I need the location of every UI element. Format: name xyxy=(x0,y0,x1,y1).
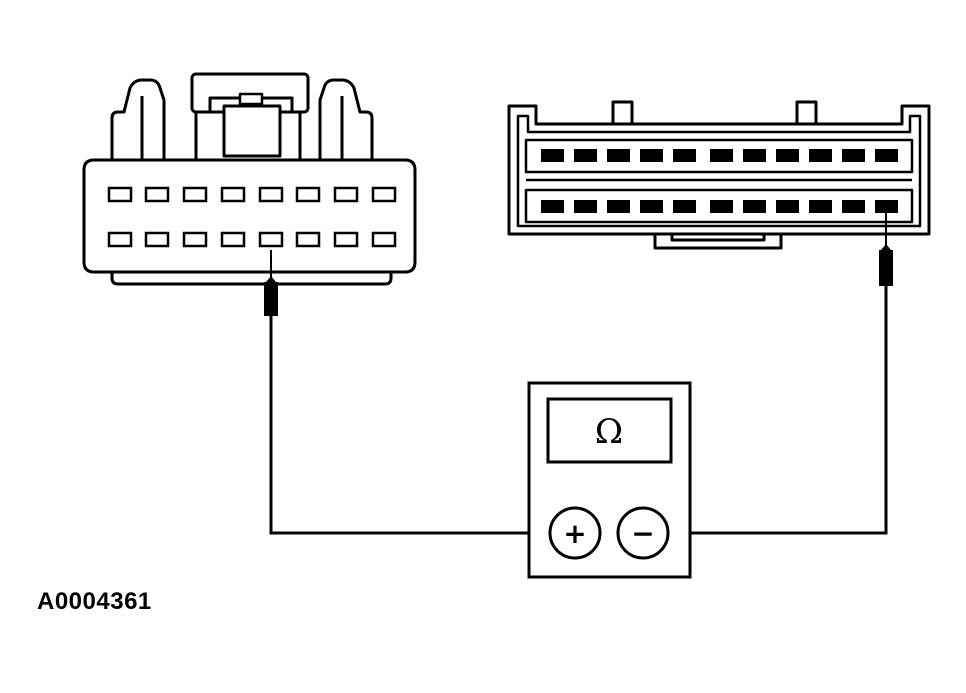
ohmmeter: Ω + − xyxy=(527,381,692,579)
right-pin xyxy=(743,149,766,162)
minus-icon: − xyxy=(631,517,654,550)
left-connector-latch-right xyxy=(318,78,374,160)
left-connector-latch-left xyxy=(110,78,166,160)
right-pin xyxy=(574,149,597,162)
positive-test-lead xyxy=(269,316,550,535)
left-pin-cavity xyxy=(220,231,246,248)
left-connector xyxy=(82,72,417,286)
left-connector-lock-tab xyxy=(238,92,264,106)
left-pin-cavity xyxy=(107,231,133,248)
right-pin xyxy=(776,200,799,213)
right-pin xyxy=(640,149,663,162)
ohmmeter-display xyxy=(546,397,673,464)
right-pin xyxy=(842,149,865,162)
right-pin xyxy=(640,200,663,213)
negative-test-lead xyxy=(668,286,888,535)
left-pin-cavity xyxy=(220,186,246,203)
right-pin xyxy=(574,200,597,213)
right-pin xyxy=(541,200,564,213)
left-probe-body xyxy=(264,282,278,316)
right-pin xyxy=(673,200,696,213)
right-probe-body xyxy=(879,250,893,286)
right-pin xyxy=(809,149,832,162)
left-pin-cavity xyxy=(371,186,397,203)
left-pin-cavity-probed xyxy=(258,231,284,248)
right-probe xyxy=(879,212,893,286)
right-connector xyxy=(507,100,931,250)
right-pin xyxy=(607,149,630,162)
right-pin xyxy=(710,149,733,162)
right-pin xyxy=(842,200,865,213)
right-pin xyxy=(541,149,564,162)
right-pin xyxy=(673,149,696,162)
right-connector-pins-bottom-row xyxy=(541,200,898,213)
right-connector-top-tab xyxy=(795,100,818,128)
left-connector-lock-window xyxy=(222,104,282,158)
left-connector-body xyxy=(82,158,417,274)
negative-jack xyxy=(616,506,670,560)
right-pin xyxy=(776,149,799,162)
left-pin-cavity xyxy=(107,186,133,203)
left-connector-pins-bottom-row xyxy=(107,231,397,248)
left-pin-cavity xyxy=(333,231,359,248)
left-connector-pins-top-row xyxy=(107,186,397,203)
left-pin-cavity xyxy=(295,186,321,203)
right-pin-probed xyxy=(875,200,898,213)
left-probe xyxy=(264,250,278,316)
right-pin xyxy=(809,200,832,213)
left-pin-cavity xyxy=(144,186,170,203)
positive-jack xyxy=(548,506,602,560)
ohm-symbol: Ω xyxy=(595,412,623,452)
left-pin-cavity xyxy=(295,231,321,248)
left-pin-cavity xyxy=(258,186,284,203)
right-pin xyxy=(743,200,766,213)
plus-icon: + xyxy=(563,517,586,550)
left-pin-cavity xyxy=(182,186,208,203)
right-connector-pins-top-row xyxy=(541,149,898,162)
right-pin xyxy=(607,200,630,213)
right-pin xyxy=(710,200,733,213)
figure-id-label: A0004361 xyxy=(37,588,152,615)
left-pin-cavity xyxy=(182,231,208,248)
left-pin-cavity xyxy=(333,186,359,203)
right-connector-top-tab xyxy=(611,100,634,128)
left-pin-cavity xyxy=(371,231,397,248)
right-pin xyxy=(875,149,898,162)
left-pin-cavity xyxy=(144,231,170,248)
